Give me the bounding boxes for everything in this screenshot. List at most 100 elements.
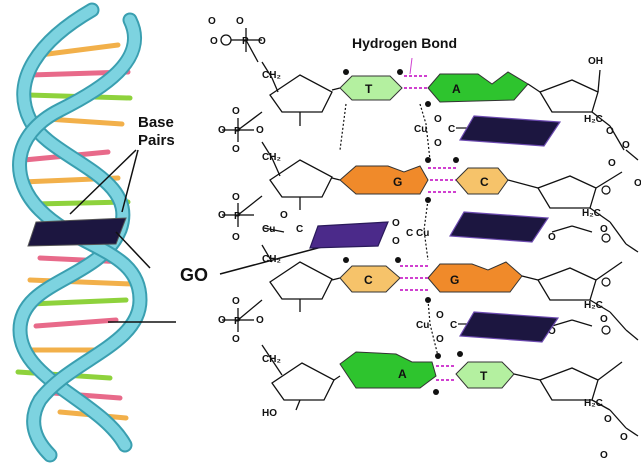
hydrogen-bonds-3: [400, 265, 428, 291]
sugar-right-2: [537, 175, 597, 209]
right-chem-labels: OH H₂C O O O O H₂C O O H₂C O O H₂C O O O: [548, 56, 641, 461]
svg-text:P: P: [234, 316, 241, 327]
phosphate-group-3: [222, 195, 285, 233]
base-right-1-label: A: [452, 82, 461, 96]
base-pairs-label-group: Base Pairs: [69, 114, 175, 215]
svg-text:O: O: [232, 106, 240, 117]
svg-text:O: O: [548, 326, 556, 337]
svg-text:O: O: [232, 334, 240, 345]
svg-text:O: O: [232, 144, 240, 155]
svg-text:O: O: [620, 432, 628, 443]
svg-text:P: P: [242, 36, 249, 47]
svg-text:OH: OH: [588, 56, 603, 67]
right-backbone: [537, 69, 639, 437]
svg-text:O: O: [634, 178, 641, 189]
svg-text:CH₂: CH₂: [262, 254, 281, 265]
go-sheets: [309, 115, 562, 343]
base-pair-3: C G: [331, 257, 539, 303]
go-label: GO: [180, 265, 208, 285]
svg-text:O: O: [232, 232, 240, 243]
hydrogen-bonds-4: [436, 365, 456, 381]
svg-text:O: O: [256, 315, 264, 326]
svg-text:Cu: Cu: [416, 320, 429, 331]
svg-text:CH₂: CH₂: [262, 354, 281, 365]
svg-text:O: O: [232, 192, 240, 203]
svg-text:O: O: [436, 310, 444, 321]
svg-text:H₂C: H₂C: [584, 114, 603, 125]
phosphate-group-2: [222, 111, 263, 142]
svg-text:O: O: [210, 36, 218, 47]
base-pairs-pointer-1: [69, 149, 137, 215]
base-pairs-label-line2: Pairs: [138, 132, 175, 149]
left-chem-labels: O O P O O CH₂ O O P O O CH₂ O P O O Cu O…: [208, 16, 303, 419]
svg-text:C: C: [450, 320, 457, 331]
svg-text:HO: HO: [262, 408, 277, 419]
svg-text:O: O: [218, 315, 226, 326]
svg-text:O: O: [258, 36, 266, 47]
svg-text:H₂C: H₂C: [582, 208, 601, 219]
base-pair-2: G C: [331, 157, 539, 203]
svg-text:CH₂: CH₂: [262, 152, 281, 163]
svg-text:Cu: Cu: [414, 124, 427, 135]
base-right-2-label: C: [480, 175, 489, 189]
cu-complexes-right: [551, 185, 611, 335]
svg-text:O: O: [280, 210, 288, 221]
sugar-left-2: [269, 159, 333, 198]
svg-text:H₂C: H₂C: [584, 300, 603, 311]
base-left-2-label: G: [393, 175, 402, 189]
base-pairs-label-line1: Base: [138, 114, 174, 131]
hydrogen-bond-title: Hydrogen Bond: [352, 35, 457, 51]
go-sheet-1: [458, 115, 562, 147]
svg-text:C: C: [406, 228, 413, 239]
go-sheet-2: [448, 211, 550, 243]
base-right-4-label: T: [480, 369, 488, 383]
svg-text:O: O: [232, 296, 240, 307]
svg-text:O: O: [208, 16, 216, 27]
phosphate-group-4: [222, 299, 263, 332]
svg-text:O: O: [600, 450, 608, 461]
base-left-1: [339, 75, 403, 101]
go-sheet-3: [309, 221, 389, 249]
cu-coordination-lines: [339, 103, 439, 357]
go-sheet-4: [458, 311, 560, 343]
svg-text:O: O: [548, 232, 556, 243]
helix-go-sheet: [27, 217, 127, 247]
base-left-4-label: A: [398, 367, 407, 381]
svg-text:O: O: [608, 158, 616, 169]
go-pointer-helix: [115, 231, 151, 269]
base-left-3-label: C: [364, 273, 373, 287]
sugar-left-3: [269, 261, 333, 300]
sugar-right-3: [537, 267, 597, 301]
hydrogen-bonds-2: [428, 167, 456, 193]
svg-text:O: O: [606, 126, 614, 137]
svg-text:H₂C: H₂C: [584, 398, 603, 409]
svg-text:C: C: [296, 224, 303, 235]
base-left-2: [339, 165, 429, 195]
base-right-1: [427, 71, 529, 103]
sugar-right-1: [539, 79, 599, 113]
hydrogen-bonds-1: [404, 75, 428, 89]
base-left-1-label: T: [365, 82, 373, 96]
sugar-left-4: [271, 362, 335, 401]
svg-text:O: O: [436, 334, 444, 345]
base-left-4: [339, 351, 437, 389]
svg-text:O: O: [600, 224, 608, 235]
base-pairs-pointer-2: [121, 149, 139, 213]
cu-complexes-center: Cu O O C O O C Cu Cu O O C: [392, 114, 472, 345]
sugar-right-4: [539, 367, 599, 401]
svg-text:O: O: [434, 114, 442, 125]
svg-text:O: O: [218, 210, 226, 221]
dna-helix: [12, 2, 148, 463]
left-backbone: [220, 28, 335, 411]
phosphate-group-1: [220, 28, 262, 63]
svg-text:Cu: Cu: [416, 228, 429, 239]
base-right-3: [427, 261, 523, 293]
hydrogen-bond-pointer: [409, 57, 413, 75]
base-pair-1: T A: [331, 69, 541, 107]
svg-text:O: O: [392, 218, 400, 229]
sugar-left-1: [269, 74, 333, 113]
svg-text:P: P: [234, 211, 241, 222]
svg-text:O: O: [236, 16, 244, 27]
svg-text:CH₂: CH₂: [262, 70, 281, 81]
